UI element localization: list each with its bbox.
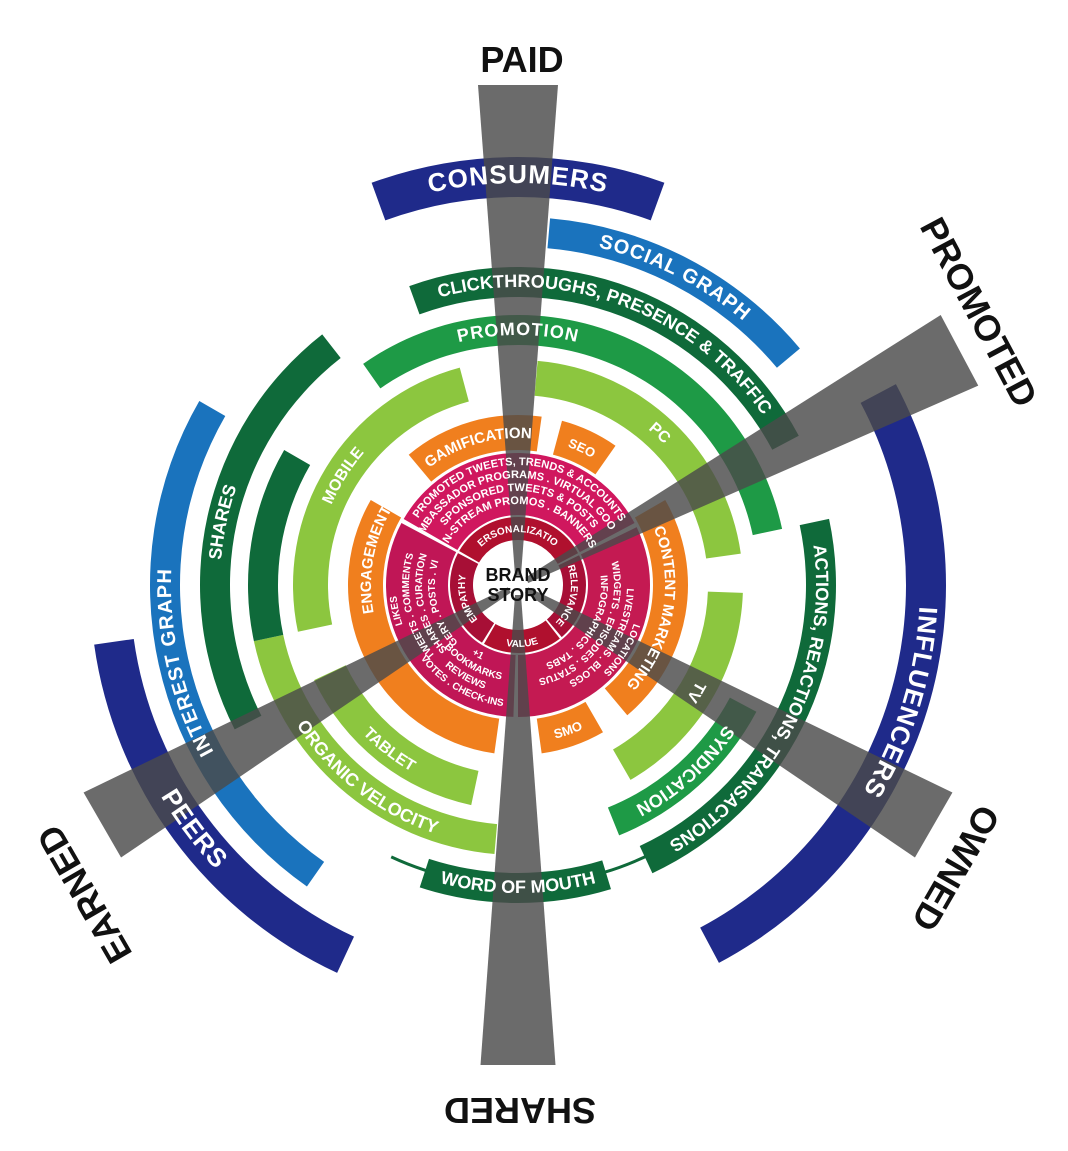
- syndication-band: [607, 697, 757, 836]
- earned-detail-line: +1: [470, 647, 486, 662]
- actions-band: [639, 518, 836, 874]
- pc-band: [534, 360, 741, 559]
- brand-story-circle: [475, 542, 561, 628]
- tv-band: [613, 591, 743, 780]
- paid-beam: [478, 85, 558, 575]
- earned-beam: [83, 587, 511, 858]
- organic-velocity-band-dark: [248, 450, 311, 642]
- value-label: VALUE: [505, 636, 539, 650]
- social-graph-band: [547, 218, 800, 368]
- promoted-beam: [525, 314, 979, 583]
- story-label: STORY: [487, 585, 548, 605]
- promotion-band: [363, 315, 783, 536]
- owned-beam: [525, 587, 953, 858]
- brand-label: BRAND: [486, 565, 551, 585]
- axis-beam-layer: [83, 85, 979, 1065]
- tablet-band: [314, 665, 479, 806]
- shared-axis-label: SHARED: [444, 1090, 596, 1131]
- personalization-band: [459, 517, 579, 564]
- clickthroughs-band: [409, 267, 799, 450]
- interest-graph-band: [150, 401, 325, 887]
- organic-velocity-band: [253, 634, 498, 854]
- mobile-band: [293, 367, 469, 632]
- engagement-band: [348, 500, 500, 754]
- shares-band: [199, 334, 341, 730]
- peers-band: [94, 638, 355, 973]
- smo-band: [536, 701, 603, 754]
- seo-band: [552, 420, 616, 475]
- influencers-band: [700, 384, 946, 963]
- paid-axis-label: PAID: [480, 39, 563, 80]
- shared-beam: [480, 595, 556, 1065]
